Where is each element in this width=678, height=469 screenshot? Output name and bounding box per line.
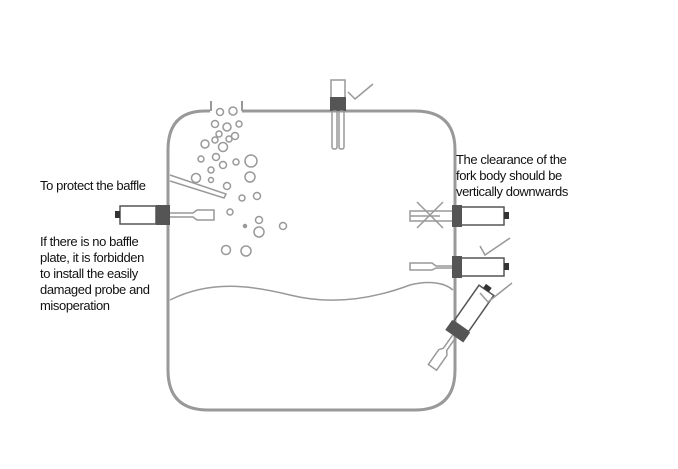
right-probe-angled	[427, 283, 495, 372]
label-line: damaged probe and	[40, 282, 150, 297]
label-line: If there is no baffle	[40, 234, 139, 249]
inlet-lips	[210, 101, 243, 111]
label-line: misoperation	[40, 298, 110, 313]
right-probe-incorrect	[409, 201, 509, 229]
check-mark	[479, 282, 513, 304]
top-probe	[330, 79, 374, 150]
baffle-plate	[169, 174, 228, 199]
label-clearance: The clearance of the fork body should be…	[456, 152, 568, 200]
liquid-surface	[169, 281, 454, 301]
left-probe	[115, 205, 215, 225]
label-line: fork body should be	[456, 168, 562, 183]
label-line: The clearance of the	[456, 152, 567, 167]
label-no-baffle-warning: If there is no baffle plate, it is forbi…	[40, 234, 150, 314]
label-protect-baffle: To protect the baffle	[40, 178, 146, 193]
label-line: to install the easily	[40, 266, 138, 281]
label-line: vertically downwards	[456, 184, 568, 199]
right-probe-correct	[409, 237, 511, 278]
label-line: plate, it is forbidden	[40, 250, 144, 265]
tank-wall	[166, 109, 457, 412]
material-particles	[190, 106, 288, 257]
